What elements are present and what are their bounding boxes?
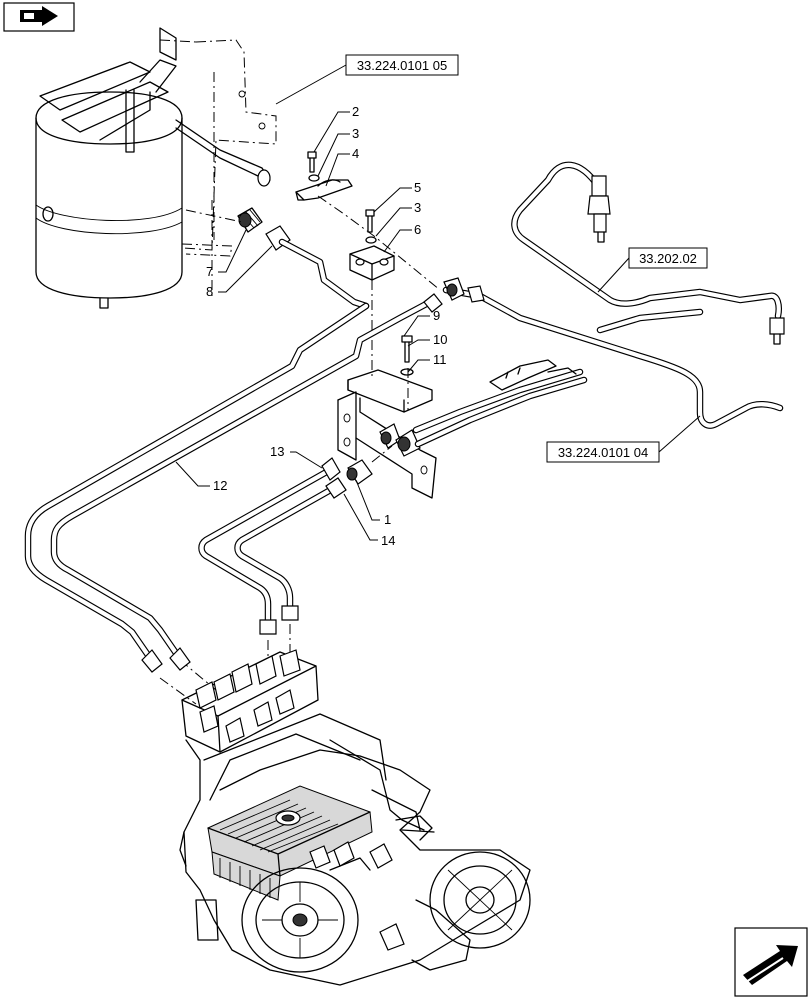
axle-fittings [179, 815, 435, 951]
return-line [442, 277, 784, 429]
label-part-9: 9 [433, 308, 440, 323]
leader-lines [175, 111, 430, 541]
washer-11 [400, 368, 414, 376]
label-part-12: 12 [213, 478, 227, 493]
reference-box-bottom[interactable]: 33.224.0101 04 [546, 441, 660, 463]
label-part-2: 2 [352, 104, 359, 119]
clamp-block-6 [349, 245, 395, 281]
label-part-1: 1 [384, 512, 391, 527]
fitting-7 [237, 207, 263, 233]
fitting-1 [346, 459, 373, 485]
valve-bracket [337, 391, 437, 499]
reference-top-label: 33.224.0101 05 [357, 58, 447, 73]
clamp-plate-4 [295, 179, 353, 201]
label-part-13: 13 [270, 444, 284, 459]
reference-bottom-label: 33.224.0101 04 [558, 445, 648, 460]
tank-mounting-bracket [159, 39, 277, 257]
valve-block [181, 649, 319, 753]
label-part-6: 6 [414, 222, 421, 237]
control-module [207, 785, 373, 901]
pipe-12 [24, 293, 443, 673]
washer-3-upper [308, 174, 320, 182]
label-part-4: 4 [352, 146, 359, 161]
bolt-10 [401, 335, 413, 363]
pipe-13 [198, 457, 341, 635]
pipe-8 [278, 238, 370, 310]
bolt-5 [365, 209, 375, 233]
label-part-10: 10 [433, 332, 447, 347]
label-part-11: 11 [433, 352, 447, 367]
bolt-2 [307, 151, 317, 173]
brake-disc-right [411, 851, 531, 971]
label-part-7: 7 [206, 264, 213, 279]
centerlines [159, 195, 441, 705]
label-part-14: 14 [381, 533, 395, 548]
sensor-line [511, 161, 785, 345]
pipe-14 [234, 477, 347, 621]
pressure-lines-right [412, 359, 588, 448]
reference-box-top[interactable]: 33.224.0101 05 [345, 54, 459, 76]
orientation-arrow-icon [734, 927, 808, 997]
brake-disc-left [241, 867, 359, 973]
label-part-5: 5 [414, 180, 421, 195]
label-part-8: 8 [206, 284, 213, 299]
reference-right-label: 33.202.02 [639, 251, 697, 266]
hydraulic-reservoir [35, 27, 183, 309]
label-part-3a: 3 [352, 126, 359, 141]
mounting-plate-9 [347, 369, 433, 413]
washer-3-lower [365, 236, 377, 244]
part-number-labels: 2 3 4 5 3 6 7 8 9 10 11 12 13 1 14 [206, 104, 447, 548]
reference-box-right[interactable]: 33.202.02 [628, 247, 708, 269]
label-part-3b: 3 [414, 200, 421, 215]
exploded-view-icon [3, 2, 75, 32]
valve-ports [195, 649, 301, 743]
